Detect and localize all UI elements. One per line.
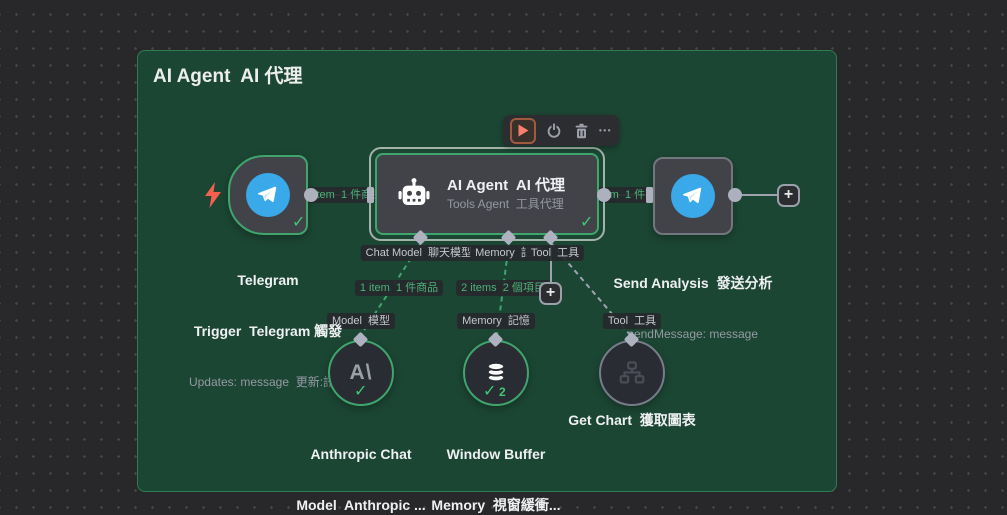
robot-icon	[398, 178, 430, 205]
send-label-title: Send Analysis 發送分析	[613, 275, 773, 291]
port-label-tool: Tool 工具	[525, 245, 585, 261]
memory-node-label: Window Buffer Memory 視窗緩衝...	[431, 412, 560, 515]
port-label-memory-in: Memory 記憶	[457, 313, 535, 329]
send-node-label: Send Analysis 發送分析 sendMessage: message	[614, 241, 773, 377]
connection-label-memory-items: 2 items 2 個項目	[456, 280, 550, 296]
agent-output-port[interactable]	[597, 188, 611, 202]
trigger-label-subtitle: Updates: message 更新:訊息	[188, 375, 348, 389]
send-label-subtitle: sendMessage: message	[627, 327, 759, 341]
ai-agent-title: AI Agent AI 代理	[447, 177, 566, 194]
trigger-node-label: Telegram Trigger Telegram 觸發 Updates: me…	[189, 238, 347, 425]
run-count-badge: 2	[499, 385, 506, 399]
add-node-button[interactable]: +	[777, 184, 800, 207]
ai-agent-subtitle: Tools Agent 工具代理	[447, 197, 564, 211]
sticky-note[interactable]: AI Agent AI 代理	[137, 50, 837, 492]
telegram-icon	[671, 174, 715, 218]
anthropic-icon: A\	[349, 361, 373, 384]
memory-label-line1: Window Buffer	[446, 446, 546, 462]
node-toolbar: •••	[503, 115, 620, 146]
trigger-bolt-icon	[205, 182, 221, 208]
delete-node-button[interactable]	[572, 120, 590, 142]
trigger-output-port[interactable]	[304, 188, 318, 202]
anthropic-label-line1: Anthropic Chat	[310, 446, 412, 462]
port-label-chat-model-text: Chat Model 聊天模型	[365, 247, 473, 259]
node-get-chart[interactable]	[599, 340, 665, 406]
port-label-model-in: Model 模型	[326, 313, 396, 329]
power-icon	[547, 123, 561, 138]
connection-label-model-items: 1 item 1 件商品	[354, 280, 444, 296]
success-check-icon: ✓	[292, 214, 306, 231]
add-tool-button[interactable]: +	[539, 282, 562, 305]
port-label-chat-model: Chat Model 聊天模型*	[360, 245, 482, 261]
ai-agent-text: AI Agent AI 代理 Tools Agent 工具代理	[447, 176, 565, 212]
send-output-port[interactable]	[728, 188, 742, 202]
sitemap-icon	[619, 361, 645, 384]
send-input-port[interactable]	[646, 187, 653, 203]
node-ai-agent-selection: AI Agent AI 代理 Tools Agent 工具代理 ✓	[369, 147, 605, 241]
anthropic-node-label: Anthropic Chat Model Anthropic ...	[296, 412, 425, 515]
success-check-icon: ✓	[483, 383, 497, 400]
sticky-note-title: AI Agent AI 代理	[153, 66, 303, 87]
trigger-label-line2: Trigger Telegram 觸發	[193, 323, 343, 339]
node-ai-agent[interactable]: AI Agent AI 代理 Tools Agent 工具代理 ✓	[375, 153, 599, 235]
play-icon	[518, 124, 529, 137]
anthropic-label-line2: Model Anthropic ...	[296, 497, 426, 513]
node-send-analysis[interactable]	[653, 157, 733, 235]
run-node-button[interactable]	[510, 117, 536, 144]
database-icon	[486, 361, 506, 383]
trash-icon	[575, 123, 587, 138]
telegram-icon	[246, 173, 290, 217]
memory-label-line2: Memory 視窗緩衝...	[431, 497, 561, 513]
node-window-buffer-memory[interactable]: ✓ 2	[463, 340, 529, 406]
success-check-icon: ✓	[580, 214, 594, 231]
success-check-icon: ✓	[354, 383, 368, 400]
agent-input-port[interactable]	[367, 187, 374, 203]
trigger-label-line1: Telegram	[237, 272, 299, 288]
node-telegram-trigger[interactable]: ✓	[228, 155, 308, 235]
node-options-button[interactable]: •••	[599, 126, 613, 135]
node-anthropic-chat-model[interactable]: A\ ✓	[328, 340, 394, 406]
port-label-tool-in: Tool 工具	[602, 313, 662, 329]
deactivate-node-button[interactable]	[545, 120, 563, 142]
get-chart-node-label: Get Chart 獲取圖表	[568, 412, 696, 428]
